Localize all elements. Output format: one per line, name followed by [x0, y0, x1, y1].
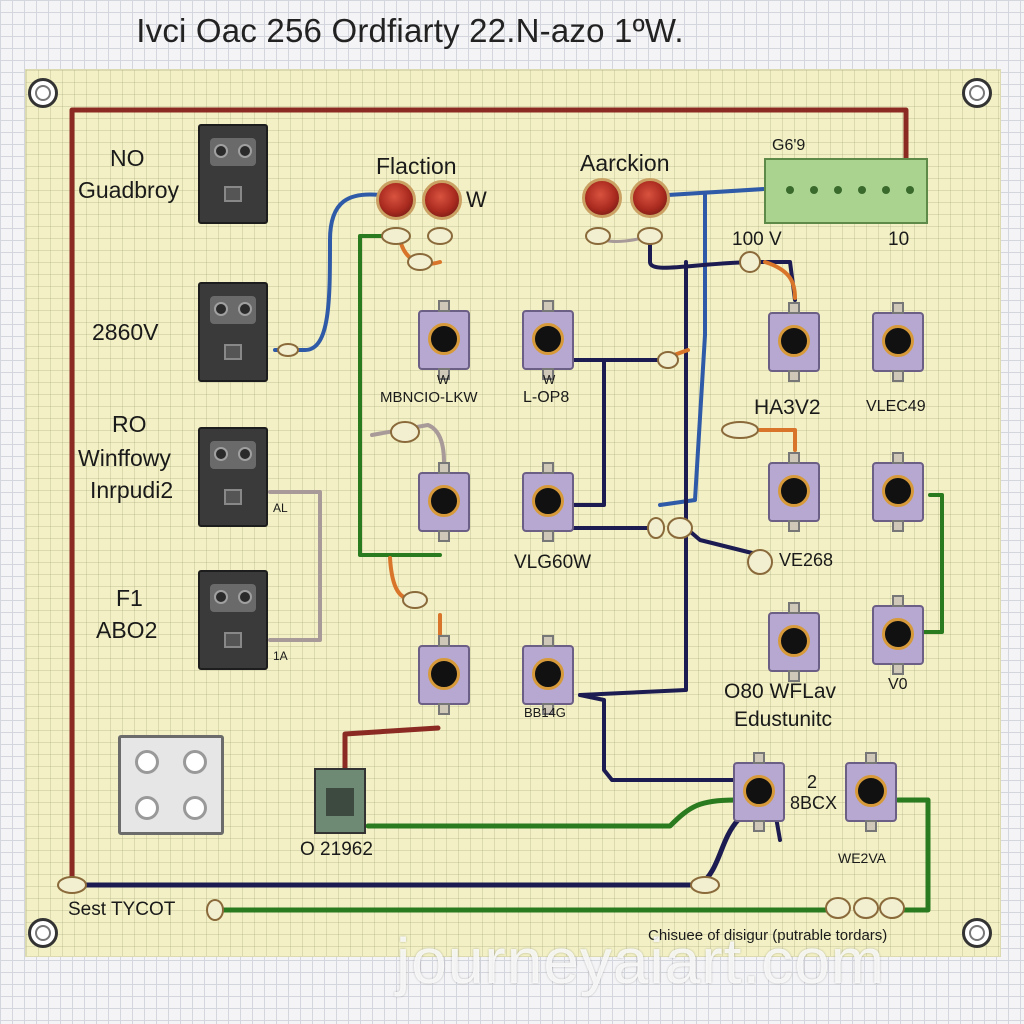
label-f1: F1 — [116, 585, 143, 611]
module-2860v — [198, 282, 268, 382]
label-ve268: VE268 — [779, 550, 834, 570]
label-no: NO — [110, 145, 145, 171]
socket-ve268 — [768, 452, 820, 532]
mounting-hole-top-right — [962, 78, 992, 108]
indicator-lamp — [422, 180, 462, 220]
socket-vlg60w — [522, 462, 574, 542]
socket-8bcx-left — [733, 752, 785, 832]
socket-lop8 — [522, 300, 574, 380]
label-we2va: WE2VA — [838, 850, 886, 866]
label-g6: G6'9 — [772, 137, 806, 154]
label-bb14g: BB14G — [524, 705, 566, 720]
label-flaction: Flaction — [376, 153, 457, 179]
socket-mbncio — [418, 300, 470, 380]
power-supply-unit — [118, 735, 224, 835]
label-vlg60w: VLG60W — [514, 552, 592, 573]
label-o21962: O 21962 — [300, 839, 373, 860]
label-10: 10 — [888, 229, 910, 250]
label-w-small-1: W — [437, 372, 450, 387]
socket-v0 — [872, 595, 924, 675]
label-winffowy: Winffowy — [78, 445, 171, 471]
label-mbncio: MBNCIO-LKW — [380, 389, 478, 406]
socket-bb14g — [522, 635, 574, 715]
label-2860v: 2860V — [92, 319, 159, 345]
socket-ha3v2 — [768, 302, 820, 382]
label-sest-tycot: Sest TYCOT — [68, 899, 176, 920]
socket-o80wflav — [768, 602, 820, 682]
socket-right-mid — [872, 452, 924, 532]
indicator-lamp — [582, 178, 622, 218]
label-flaction-w: W — [466, 187, 487, 212]
socket-8bcx-right — [845, 752, 897, 832]
mounting-hole-bottom-right — [962, 918, 992, 948]
label-inrpudi2: Inrpudi2 — [90, 477, 174, 503]
label-8bcx: 8BCX — [790, 793, 838, 813]
label-v0: V0 — [888, 676, 908, 693]
label-ro: RO — [112, 411, 147, 437]
label-ha3v2: HA3V2 — [754, 396, 821, 419]
label-vlec49: VLEC49 — [866, 398, 926, 415]
module-f1 — [198, 570, 268, 670]
label-al: AL — [273, 501, 288, 515]
relay-component — [314, 768, 366, 834]
label-w-small-2: W — [543, 372, 556, 387]
mounting-hole-bottom-left — [28, 918, 58, 948]
label-aarckion: Aarckion — [580, 150, 670, 176]
footer-caption: Chisuee of disigur (putrable tordars) — [648, 927, 888, 944]
watermark-text: journeyaiart.com — [396, 925, 886, 997]
socket-mid-left — [418, 462, 470, 542]
module-ro — [198, 427, 268, 527]
socket-vlec49 — [872, 302, 924, 382]
indicator-lamp — [630, 178, 670, 218]
terminal-block — [764, 158, 928, 224]
label-1a: 1A — [273, 649, 288, 663]
diagram-title: Ivci Oac 256 Ordfiarty 22.N-azo 1ºW. — [136, 12, 684, 49]
label-lop8: L-OP8 — [523, 389, 570, 406]
label-edustunitc: Edustunitc — [734, 708, 833, 731]
label-abo2: ABO2 — [96, 617, 158, 643]
label-o80wflav: O80 WFLav — [724, 680, 837, 703]
indicator-lamp — [376, 180, 416, 220]
mounting-hole-top-left — [28, 78, 58, 108]
label-100v: 100 V — [732, 229, 782, 250]
socket-low-left — [418, 635, 470, 715]
module-no — [198, 124, 268, 224]
label-2: 2 — [807, 772, 818, 792]
label-guadbroy: Guadbroy — [78, 177, 180, 203]
